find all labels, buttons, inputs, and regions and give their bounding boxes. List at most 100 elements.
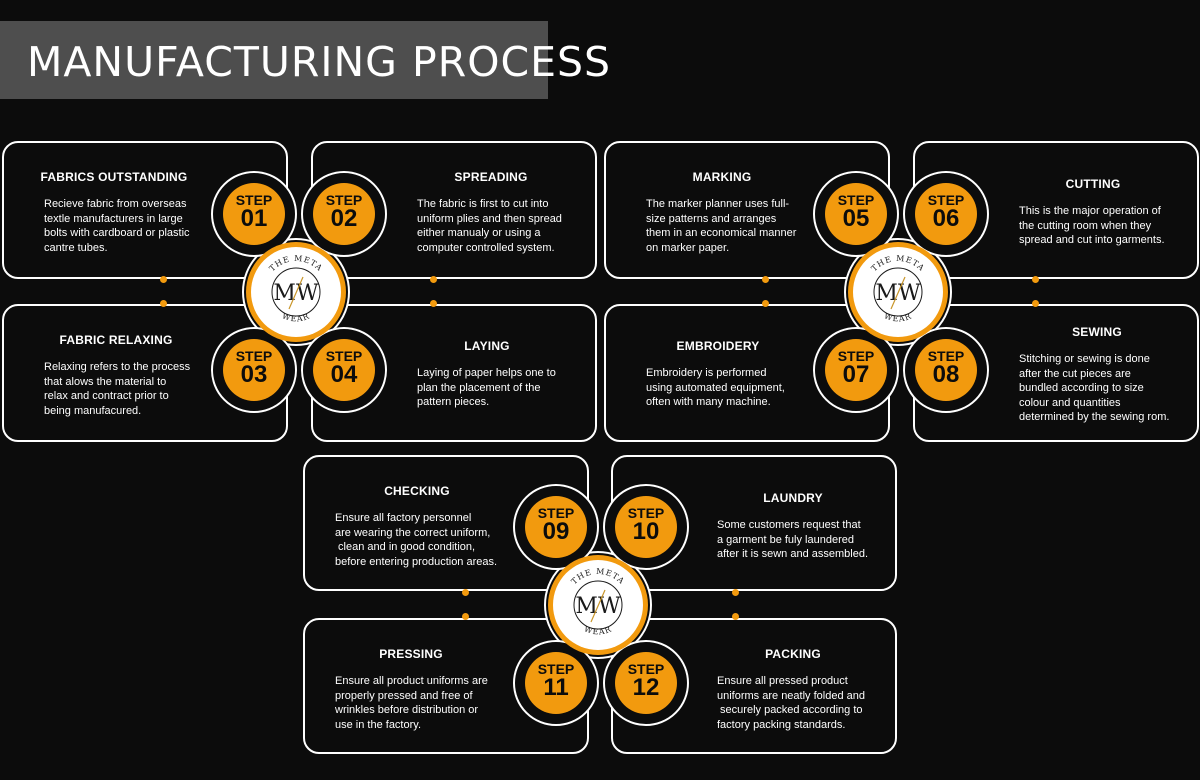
- description-line: The marker planner uses full-: [646, 198, 790, 210]
- logo-text-bottom: WEAR: [883, 311, 913, 323]
- step-label: STEP: [537, 661, 575, 677]
- description-line: colour and quantities: [1019, 396, 1121, 409]
- step-label: STEP: [627, 505, 665, 521]
- connector-dot: [430, 276, 437, 283]
- step-title: SPREADING: [454, 170, 528, 184]
- logo-text-top: THE META: [869, 254, 926, 273]
- connector-dot: [762, 276, 769, 283]
- step-title: LAUNDRY: [763, 491, 823, 505]
- brand-logo: THE METAWEARMW: [548, 555, 648, 655]
- description-line: plan the placement of the: [417, 381, 541, 394]
- connector-dot: [430, 300, 437, 307]
- step-number: 04: [330, 361, 358, 388]
- description-line: computer controlled system.: [417, 241, 555, 254]
- step-number: 07: [842, 361, 870, 388]
- step-number: 11: [543, 674, 569, 701]
- step-label: STEP: [235, 348, 273, 364]
- connector-dot: [160, 300, 167, 307]
- description-line: determined by the sewing rom.: [1019, 411, 1170, 423]
- connector-dot: [462, 589, 469, 596]
- step-number: 02: [330, 205, 358, 232]
- step-description: Some customers request that a garment be …: [717, 518, 868, 562]
- description-line: bolts with cardboard or plastic: [44, 227, 190, 239]
- step-label: STEP: [325, 192, 363, 208]
- description-line: being manufacured.: [44, 404, 142, 417]
- connector-dot: [1032, 300, 1039, 307]
- step-label: STEP: [837, 348, 875, 364]
- step-title: CUTTING: [1065, 177, 1121, 191]
- brand-logo: THE METAWEARMW: [246, 242, 346, 342]
- description-line: the cutting room when they: [1019, 219, 1152, 232]
- description-line: Embroidery is performed: [646, 367, 767, 379]
- step-title: PACKING: [765, 647, 821, 661]
- description-line: factory packing standards.: [717, 718, 846, 731]
- connector-dot: [762, 300, 769, 307]
- description-line: This is the major operation of: [1019, 205, 1161, 217]
- description-line: Recieve fabric from overseas: [44, 198, 187, 210]
- step-title: FABRIC RELAXING: [59, 333, 173, 347]
- page-title: MANUFACTURING PROCESS: [27, 38, 612, 86]
- brand-logo: THE METAWEARMW: [848, 242, 948, 342]
- step-title: EMBROIDERY: [676, 339, 760, 353]
- logo-mark: THE METAWEARMW: [267, 254, 324, 324]
- description-line: relax and contract prior to: [44, 390, 169, 402]
- step-description: Recieve fabric from overseas textle manuf…: [44, 197, 190, 255]
- step-label: STEP: [927, 348, 965, 364]
- description-line: are wearing the correct uniform,: [335, 526, 491, 539]
- logo-text-bottom: WEAR: [583, 624, 613, 636]
- step-title: PRESSING: [379, 647, 443, 661]
- connector-dot: [732, 613, 739, 620]
- step-number: 09: [542, 518, 570, 545]
- needle-icon: [590, 589, 606, 623]
- description-line: The fabric is first to cut into: [417, 198, 549, 210]
- description-line: Some customers request that: [717, 519, 861, 531]
- description-line: that alows the material to: [44, 375, 167, 388]
- description-line: before entering production areas.: [335, 555, 498, 568]
- step-label: STEP: [837, 192, 875, 208]
- step-label: STEP: [927, 192, 965, 208]
- needle-icon: [288, 276, 304, 310]
- step-number: 06: [932, 205, 960, 232]
- description-line: pattern pieces.: [417, 396, 490, 408]
- description-line: Ensure all product uniforms are: [335, 675, 488, 687]
- step-description: The marker planner uses full-size patter…: [646, 197, 796, 255]
- description-line: using automated equipment,: [646, 381, 785, 394]
- description-line: wrinkles before distribution or: [335, 704, 479, 716]
- step-title: CHECKING: [384, 484, 450, 498]
- connector-dot: [732, 589, 739, 596]
- step-label: STEP: [537, 505, 575, 521]
- title-bar: MANUFACTURING PROCESS: [0, 21, 610, 99]
- connector-dot: [1032, 276, 1039, 283]
- description-line: Stitching or sewing is done: [1019, 353, 1150, 365]
- step-description: This is the major operation of the cuttin…: [1019, 204, 1165, 248]
- description-line: textle manufacturers in large: [44, 212, 183, 225]
- description-line: bundled according to size: [1019, 382, 1144, 394]
- step-description: Embroidery is performed using automated e…: [646, 366, 785, 410]
- step-number: 08: [932, 361, 960, 388]
- logo-mark: THE METAWEARMW: [869, 254, 926, 324]
- step-number: 10: [632, 518, 660, 545]
- logo-text-top: THE META: [267, 254, 324, 273]
- description-line: them in an economical manner: [646, 227, 797, 239]
- description-line: after it is sewn and assembled.: [717, 548, 869, 560]
- connector-dot: [462, 613, 469, 620]
- description-line: size patterns and arranges: [646, 212, 777, 225]
- step-title: SEWING: [1072, 325, 1122, 339]
- step-title: MARKING: [692, 170, 752, 184]
- step-number: 12: [632, 674, 660, 701]
- description-line: a garment be fuly laundered: [717, 533, 854, 546]
